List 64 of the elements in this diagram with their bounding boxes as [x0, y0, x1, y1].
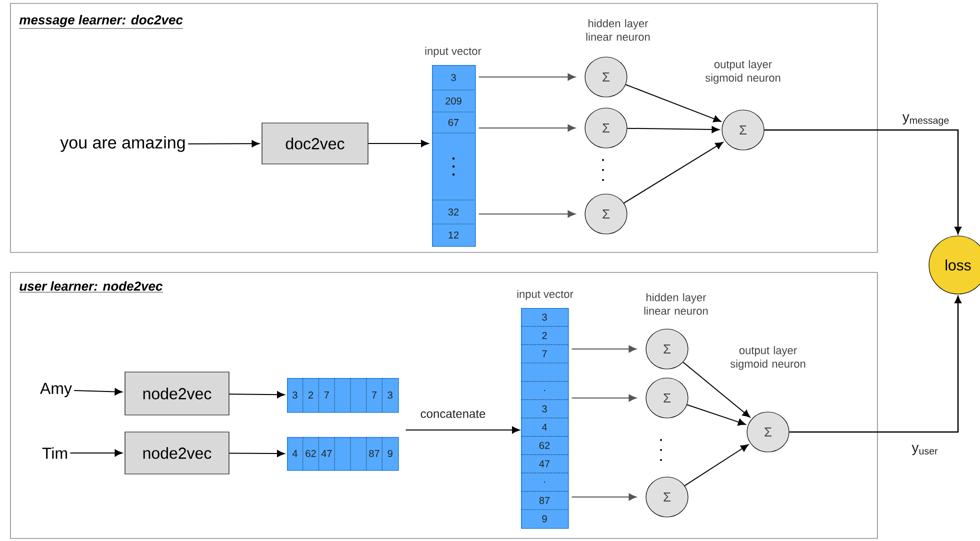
arrow [571, 345, 636, 353]
vector-cell: 47 [539, 460, 550, 468]
process-box: node2vec [124, 372, 230, 416]
panel-title: message learner: doc2vec [19, 14, 184, 29]
vector-cell: 3 [542, 314, 547, 321]
arrow [789, 296, 962, 433]
vector-cell: 87 [539, 496, 550, 504]
input-text: you are amazing [60, 136, 185, 152]
vector-cell: 7 [542, 350, 547, 358]
arrow [228, 450, 285, 458]
layer-label: output layer sigmoid neuron [705, 60, 780, 84]
vector-cell: 209 [446, 97, 462, 105]
arrow [623, 142, 724, 204]
input-text: Tim [42, 447, 67, 459]
arrow [478, 124, 576, 132]
vector-cell: 9 [388, 450, 392, 458]
arrow [626, 126, 720, 134]
vector-cell: 3 [451, 74, 456, 82]
layer-label: hidden layer linear neuron [586, 19, 650, 41]
vector-cell: 7 [324, 392, 329, 398]
arrow [684, 444, 749, 486]
arrow [74, 388, 122, 396]
vector-cell: 47 [321, 450, 332, 457]
process-box: node2vec [124, 432, 230, 474]
vector-cell: 12 [448, 232, 459, 238]
arrow [682, 362, 750, 418]
input-text: Amy [40, 382, 72, 398]
vector-cell: 87 [369, 450, 380, 458]
arrow [405, 426, 520, 434]
vector-cell: 4 [542, 424, 547, 431]
arrow [70, 449, 122, 457]
vector-cell: 2 [308, 392, 314, 398]
process-box: doc2vec [262, 122, 368, 164]
arrow [478, 210, 576, 218]
vector-cell: 2 [542, 332, 547, 339]
arrow [625, 84, 722, 122]
vector-cell: 7 [372, 392, 377, 398]
arrow [228, 391, 285, 398]
arrow [368, 140, 429, 148]
vector-cell: 32 [448, 208, 459, 216]
vector-cell: 4 [292, 450, 298, 457]
vector-label: input vector [425, 46, 482, 58]
arrow [686, 404, 746, 426]
vector-cell: 67 [448, 118, 459, 126]
vector-cell: 3 [292, 391, 298, 399]
vector-cell: . [544, 390, 545, 392]
edge-label: concatenate [419, 409, 487, 419]
vector-cell: 62 [539, 442, 550, 450]
arrow [571, 493, 636, 501]
panel-title: user learner: node2vec [19, 281, 163, 292]
vector-cell: . [544, 482, 545, 483]
edge-label: y$_{message}$ [901, 113, 951, 127]
layer-label: hidden layer linear neuron [644, 293, 708, 315]
arrow [764, 129, 962, 234]
layer-label: output layer sigmoid neuron [730, 346, 806, 370]
edge-label: y$_{user}$ [910, 444, 940, 456]
vector-cell: 9 [542, 515, 547, 522]
vector-cell: 62 [306, 450, 316, 458]
vector-cell: 3 [388, 391, 392, 399]
arrow [188, 140, 260, 148]
arrow [571, 394, 636, 402]
vector-label: input vector [517, 290, 574, 300]
vector-cell: 3 [542, 405, 547, 412]
arrow [478, 73, 576, 81]
